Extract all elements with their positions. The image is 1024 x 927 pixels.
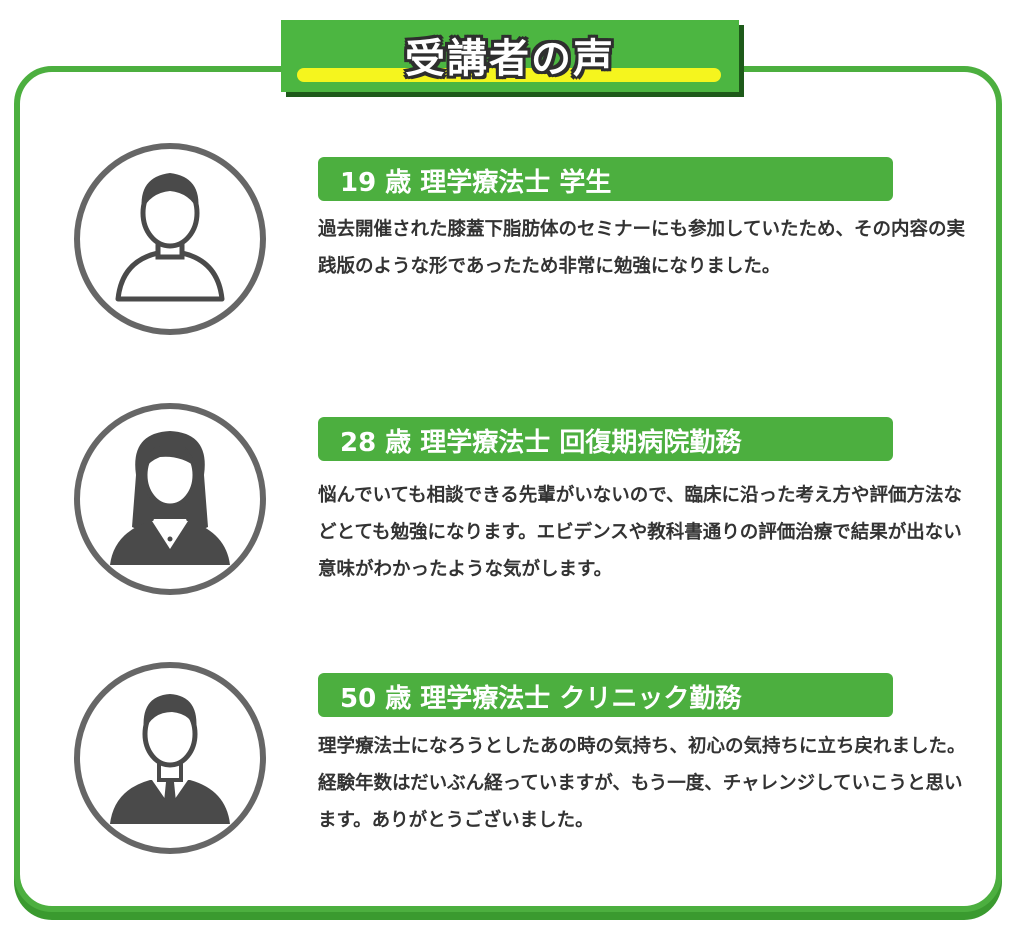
male-student-avatar-icon [74,143,266,335]
testimonial-label: 50 歳 理学療法士 クリニック勤務 [340,684,742,714]
male-businessman-avatar-icon [74,662,266,854]
testimonial-comment: 過去開催された膝蓋下脂肪体のセミナーにも参加していたため、その内容の実践版のよう… [318,219,965,277]
testimonial-label-bar: 19 歳 理学療法士 学生 [318,157,893,201]
testimonial-label-bar: 28 歳 理学療法士 回復期病院勤務 [318,417,893,461]
title-highlight [297,68,721,82]
testimonial-label: 28 歳 理学療法士 回復期病院勤務 [340,428,742,458]
testimonial-comment: 理学療法士になろうとしたあの時の気持ち、初心の気持ちに立ち戻れました。経験年数は… [318,736,966,831]
section-title: 受講者の声 [405,36,615,82]
section-title-banner: 受講者の声 [281,20,739,92]
female-professional-avatar-icon [74,403,266,595]
testimonial-comment: 悩んでいても相談できる先輩がいないので、臨床に沿った考え方や評価方法などとても勉… [318,485,962,580]
testimonial-label: 19 歳 理学療法士 学生 [340,168,612,198]
testimonial-label-bar: 50 歳 理学療法士 クリニック勤務 [318,673,893,717]
